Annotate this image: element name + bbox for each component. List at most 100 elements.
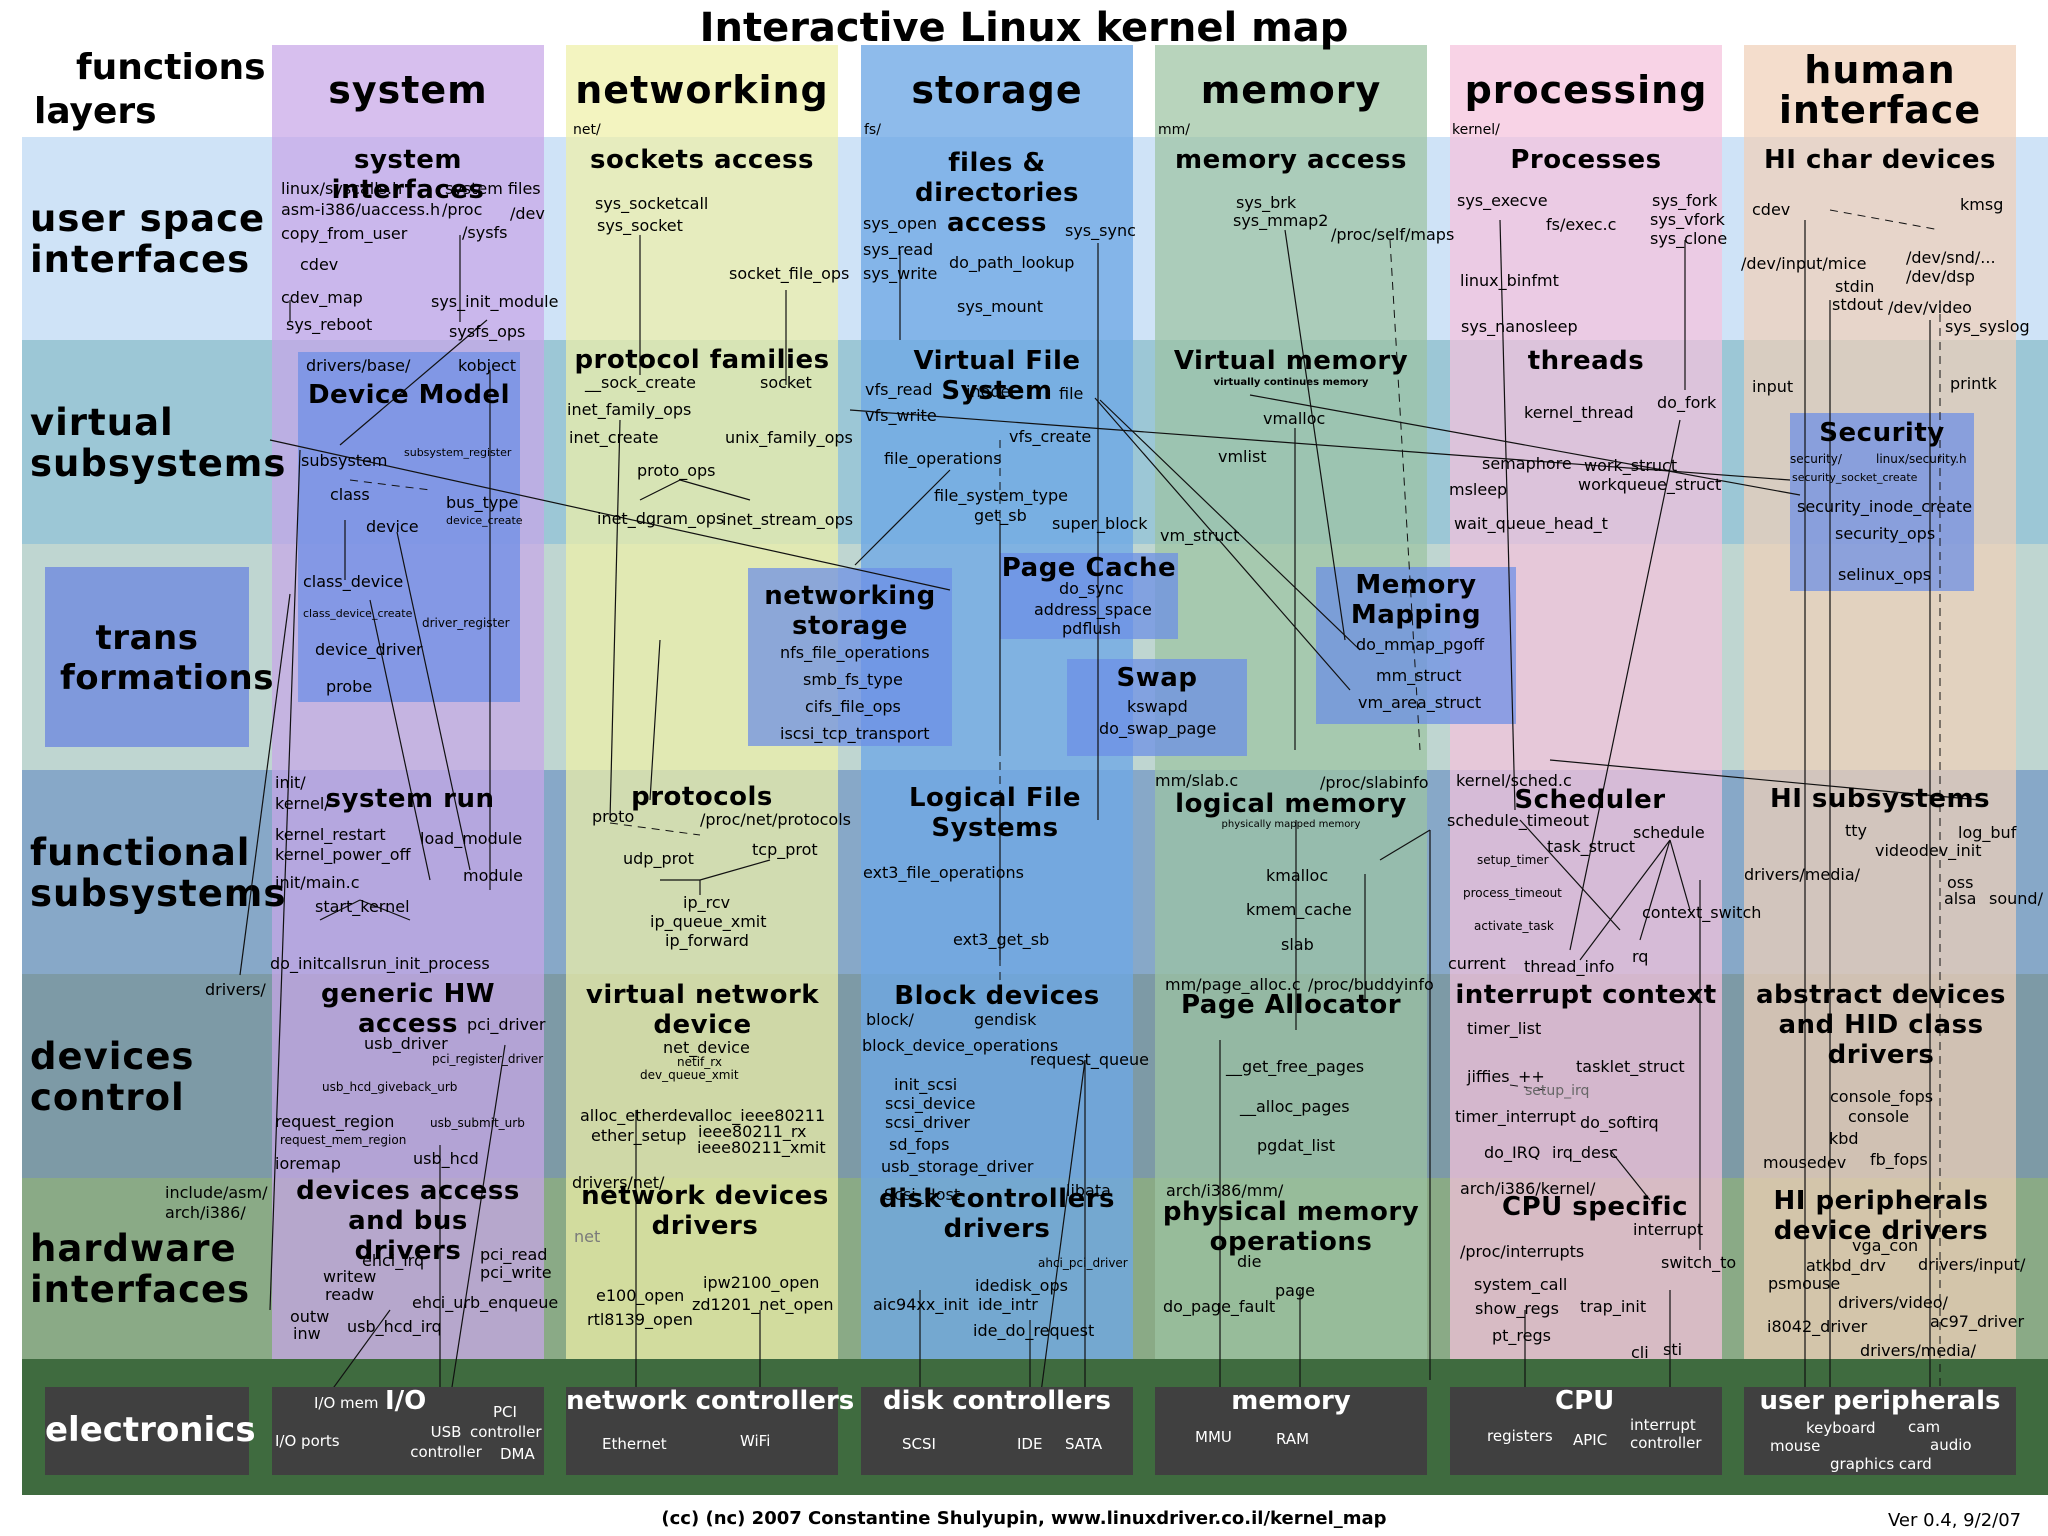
label-sysfs[interactable]: /sysfs [462, 223, 508, 242]
label-driver-register[interactable]: driver_register [422, 616, 510, 630]
label-sys-write[interactable]: sys_write [863, 264, 938, 283]
block-devices-title[interactable]: Block devices [894, 981, 1100, 1011]
label-syscalls-h[interactable]: linux/syscalls.h [281, 179, 403, 198]
label-do-fork[interactable]: do_fork [1657, 393, 1717, 412]
abstract-devices-title[interactable]: abstract devices and HID class drivers [1756, 980, 2006, 1070]
label-pci-write[interactable]: pci_write [480, 1263, 552, 1282]
label-probe[interactable]: probe [326, 677, 373, 696]
row-functional-subsystems[interactable]: functional subsystems [30, 831, 287, 915]
label-do-irq[interactable]: do_IRQ [1484, 1143, 1541, 1162]
io-controller-box[interactable] [272, 1387, 544, 1475]
label-sock-create[interactable]: __sock_create [585, 373, 696, 392]
label-kmem-cache[interactable]: kmem_cache [1246, 900, 1352, 919]
network-controllers-box[interactable] [566, 1387, 838, 1475]
label-ehci-urb-enqueue[interactable]: ehci_urb_enqueue [412, 1293, 559, 1312]
label-device-create[interactable]: device_create [446, 514, 523, 527]
system-interfaces-title[interactable]: system interfaces [331, 145, 485, 205]
system-run-title[interactable]: system run [325, 784, 495, 814]
virtual-memory-title[interactable]: Virtual memory [1173, 346, 1409, 376]
registers-label[interactable]: registers [1487, 1427, 1553, 1445]
label-tcp-prot[interactable]: tcp_prot [752, 840, 818, 859]
label-workqueue-struct[interactable]: workqueue_struct [1578, 475, 1722, 494]
label-setup-timer[interactable]: setup_timer [1477, 853, 1549, 867]
label-interrupt[interactable]: interrupt [1633, 1220, 1704, 1239]
label-kmsg[interactable]: kmsg [1960, 195, 2004, 214]
label-sys-sync[interactable]: sys_sync [1065, 221, 1136, 240]
label-kswapd[interactable]: kswapd [1127, 697, 1188, 716]
label-module[interactable]: module [463, 866, 523, 885]
label-udp-prot[interactable]: udp_prot [623, 849, 694, 868]
label-drivers-video[interactable]: drivers/video/ [1838, 1293, 1948, 1312]
label-ide-intr[interactable]: ide_intr [978, 1295, 1038, 1314]
label-readw[interactable]: readw [325, 1285, 375, 1304]
generic-hw-access-title[interactable]: generic HW access [320, 979, 496, 1039]
label-timer-interrupt[interactable]: timer_interrupt [1455, 1107, 1576, 1126]
column-system[interactable]: system [328, 68, 488, 112]
sockets-access-title[interactable]: sockets access [590, 145, 814, 175]
label-ac97-driver[interactable]: ac97_driver [1930, 1312, 2025, 1331]
virtual-network-device-title[interactable]: virtual network device [585, 980, 820, 1040]
label-file-system-type[interactable]: file_system_type [934, 486, 1068, 505]
disk-controllers-title[interactable]: disk controllers [883, 1386, 1111, 1416]
label-usb-storage-driver[interactable]: usb_storage_driver [881, 1157, 1034, 1176]
disk-controllers-drivers-title[interactable]: disk controllers drivers [879, 1184, 1115, 1244]
label-setup-irq[interactable]: setup_irq [1525, 1083, 1590, 1099]
label-pci-register-driver[interactable]: pci_register_driver [432, 1052, 544, 1066]
label-current[interactable]: current [1448, 954, 1506, 973]
ide-label[interactable]: IDE [1017, 1435, 1043, 1453]
label-inode[interactable]: inode [966, 382, 1011, 401]
label-atkbd-drv[interactable]: atkbd_drv [1806, 1256, 1886, 1275]
label-ext3-get-sb[interactable]: ext3_get_sb [953, 930, 1050, 949]
label-alsa[interactable]: alsa [1944, 889, 1977, 908]
label-pgdat-list[interactable]: pgdat_list [1257, 1136, 1336, 1155]
virtual-file-system-title[interactable]: Virtual File System [913, 346, 1081, 406]
page-allocator-title[interactable]: Page Allocator [1180, 990, 1402, 1020]
scsi-label[interactable]: SCSI [902, 1435, 936, 1453]
cam-label[interactable]: cam [1908, 1418, 1941, 1436]
label-do-sync[interactable]: do_sync [1059, 579, 1124, 598]
label-pdflush[interactable]: pdflush [1062, 619, 1122, 638]
label-sys-nanosleep[interactable]: sys_nanosleep [1461, 317, 1578, 336]
label-class[interactable]: class [330, 485, 370, 504]
label-do-initcalls[interactable]: do_initcalls [270, 954, 360, 973]
path-kernel[interactable]: kernel/ [1452, 122, 1500, 138]
label-sys-execve[interactable]: sys_execve [1457, 191, 1548, 210]
label-videodev-init[interactable]: videodev_init [1875, 841, 1982, 860]
interrupt-context-title[interactable]: interrupt context [1455, 980, 1717, 1010]
label-psmouse[interactable]: psmouse [1768, 1274, 1841, 1293]
label-console[interactable]: console [1848, 1107, 1910, 1126]
label-scsi-host[interactable]: Scsi_Host [884, 1185, 961, 1204]
label-do-path-lookup[interactable]: do_path_lookup [949, 253, 1075, 272]
label-iscsi-tcp-transport[interactable]: iscsi_tcp_transport [780, 724, 930, 743]
label-file[interactable]: file [1059, 384, 1084, 403]
label-usb-driver[interactable]: usb_driver [364, 1034, 448, 1053]
label-run-init-process[interactable]: run_init_process [360, 954, 490, 973]
sata-label[interactable]: SATA [1065, 1435, 1103, 1453]
label-inw[interactable]: inw [293, 1324, 321, 1343]
label-sys-read[interactable]: sys_read [863, 240, 934, 259]
logical-memory-title[interactable]: logical memory [1175, 789, 1407, 819]
label-device[interactable]: device [366, 517, 419, 536]
label-security-dir[interactable]: security/ [1790, 452, 1842, 466]
label-get-sb[interactable]: get_sb [974, 506, 1027, 525]
label-kernel-restart[interactable]: kernel_restart [275, 825, 386, 844]
label-page[interactable]: page [1275, 1281, 1315, 1300]
path-net[interactable]: net/ [573, 122, 601, 138]
label-netif-rx[interactable]: netif_rx [677, 1055, 722, 1069]
label-system-call[interactable]: system_call [1474, 1275, 1568, 1294]
label-work-struct[interactable]: work_struct [1584, 456, 1678, 475]
label-unix-family-ops[interactable]: unix_family_ops [725, 428, 853, 447]
label-linux-binfmt[interactable]: linux_binfmt [1460, 271, 1559, 290]
label-sys-vfork[interactable]: sys_vfork [1650, 210, 1725, 229]
label-inet-create[interactable]: inet_create [569, 428, 659, 447]
audio-label[interactable]: audio [1930, 1436, 1972, 1454]
label-block-device-operations[interactable]: block_device_operations [862, 1036, 1059, 1055]
label-inet-stream-ops[interactable]: inet_stream_ops [722, 510, 854, 529]
label-security-socket-create[interactable]: security_socket_create [1792, 471, 1918, 484]
label-selinux-ops[interactable]: selinux_ops [1838, 565, 1932, 584]
label-ip-forward[interactable]: ip_forward [665, 931, 749, 950]
network-devices-drivers-title[interactable]: network devices drivers [581, 1181, 829, 1241]
label-request-mem-region[interactable]: request_mem_region [280, 1133, 407, 1147]
label-log-buf[interactable]: log_buf [1958, 823, 2017, 842]
protocols-title[interactable]: protocols [631, 782, 773, 812]
